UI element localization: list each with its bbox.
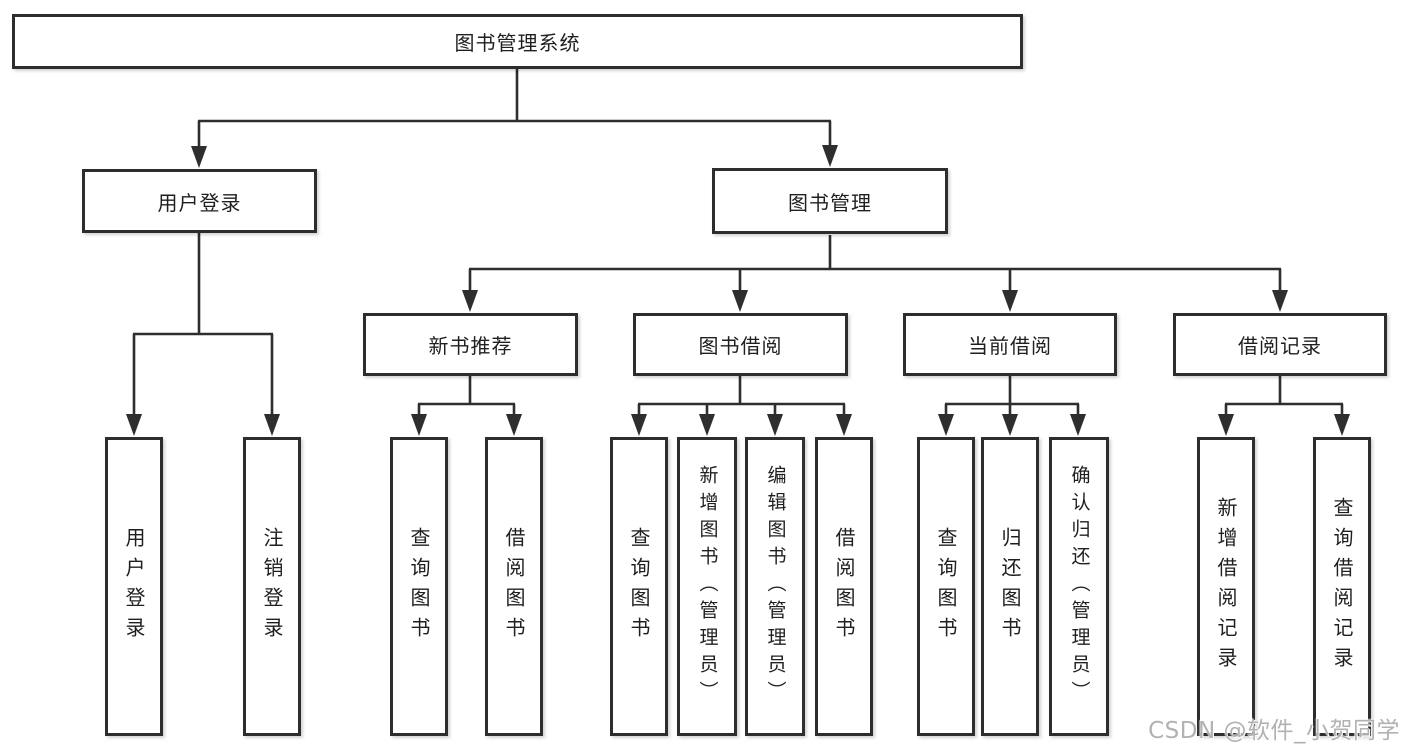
leaf-borrow-edit-books: 编辑图书（管理员） [745, 437, 805, 736]
node-root-label: 图书管理系统 [454, 31, 581, 55]
connector-current-to-leaves [938, 376, 1086, 436]
node-user-login: 用户登录 [82, 169, 317, 233]
leaf-current-return-books-label: 归还图书 [998, 526, 1022, 647]
leaf-current-query-books-label: 查询图书 [934, 526, 958, 647]
leaf-records-query-record-label: 查询借阅记录 [1330, 496, 1354, 677]
node-new-book-recommend-label: 新书推荐 [428, 334, 513, 358]
connector-login-to-leaves [126, 233, 280, 436]
leaf-user-login: 用户登录 [105, 437, 163, 736]
leaf-borrow-query-books-label: 查询图书 [627, 526, 651, 647]
leaf-records-add-record: 新增借阅记录 [1197, 437, 1255, 736]
connector-recommend-to-leaves [411, 376, 522, 436]
leaf-recommend-query-books-label: 查询图书 [407, 526, 431, 647]
leaf-borrow-edit-books-label: 编辑图书（管理员） [764, 465, 787, 708]
leaf-logout: 注销登录 [243, 437, 301, 736]
leaf-borrow-add-books: 新增图书（管理员） [677, 437, 737, 736]
node-book-borrow: 图书借阅 [633, 313, 848, 376]
leaf-borrow-add-books-label: 新增图书（管理员） [696, 465, 719, 708]
connector-root-to-level2 [191, 69, 838, 168]
node-book-management-label: 图书管理 [788, 190, 872, 215]
watermark-text: CSDN @软件_小贺同学 [1148, 718, 1400, 744]
leaf-current-query-books: 查询图书 [917, 437, 975, 736]
connector-records-to-leaves [1218, 376, 1350, 436]
node-user-login-label: 用户登录 [157, 190, 242, 215]
node-current-borrow-label: 当前借阅 [968, 334, 1052, 358]
node-book-management: 图书管理 [712, 168, 948, 234]
leaf-borrow-borrow-books-label: 借阅图书 [832, 526, 856, 647]
leaf-current-confirm-return: 确认归还（管理员） [1049, 437, 1109, 736]
node-new-book-recommend: 新书推荐 [363, 313, 578, 376]
leaf-records-query-record: 查询借阅记录 [1313, 437, 1371, 736]
connector-borrow-to-leaves [631, 376, 852, 436]
leaf-records-add-record-label: 新增借阅记录 [1214, 496, 1238, 677]
leaf-recommend-borrow-books-label: 借阅图书 [502, 526, 526, 647]
leaf-current-confirm-return-label: 确认归还（管理员） [1068, 465, 1091, 708]
node-borrow-records: 借阅记录 [1173, 313, 1387, 376]
node-book-borrow-label: 图书借阅 [698, 334, 783, 358]
leaf-logout-label: 注销登录 [260, 526, 284, 647]
node-root: 图书管理系统 [12, 14, 1023, 69]
leaf-recommend-query-books: 查询图书 [390, 437, 448, 736]
leaf-borrow-query-books: 查询图书 [610, 437, 668, 736]
leaf-recommend-borrow-books: 借阅图书 [485, 437, 543, 736]
leaf-borrow-borrow-books: 借阅图书 [815, 437, 873, 736]
node-borrow-records-label: 借阅记录 [1238, 334, 1322, 358]
node-current-borrow: 当前借阅 [903, 313, 1117, 376]
leaf-user-login-label: 用户登录 [122, 526, 146, 647]
connector-mgmt-to-level3 [462, 235, 1288, 312]
leaf-current-return-books: 归还图书 [981, 437, 1039, 736]
